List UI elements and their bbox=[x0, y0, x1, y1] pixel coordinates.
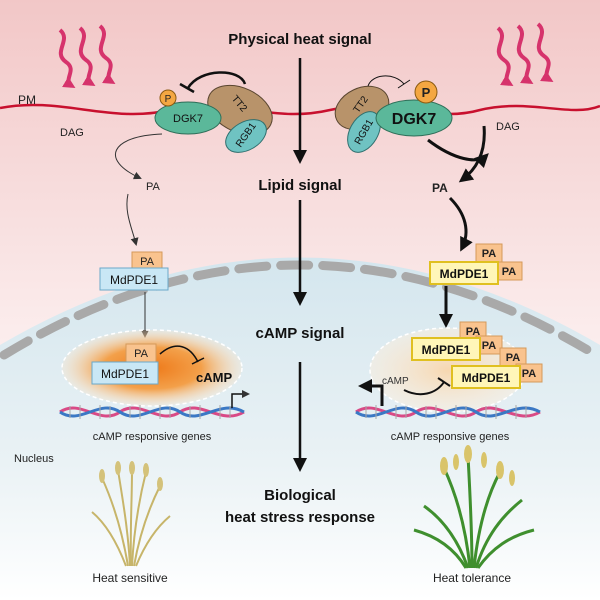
left-plant-illustration bbox=[91, 461, 171, 567]
right-dna-helix bbox=[355, 405, 541, 419]
right-camp-label: cAMP bbox=[382, 376, 409, 387]
right-plant-illustration bbox=[413, 445, 535, 569]
left-mdpde1-label: MdPDE1 bbox=[110, 273, 158, 287]
left-dag-label: DAG bbox=[60, 127, 84, 139]
right-nuclear-mdpde1-2-box bbox=[451, 365, 521, 389]
right-nuclear-pa-1-label: PA bbox=[466, 326, 481, 338]
left-dna-helix bbox=[59, 405, 245, 419]
left-genes-label: cAMP responsive genes bbox=[93, 431, 212, 443]
right-pa-label: PA bbox=[432, 181, 448, 195]
right-dgk7-shape bbox=[375, 99, 453, 137]
left-camp-label: cAMP bbox=[196, 370, 232, 385]
right-pa-tag-1-label: PA bbox=[482, 248, 497, 260]
left-transcription-arrow bbox=[231, 390, 250, 408]
right-nuclear-mdpde1-1-label: MdPDE1 bbox=[422, 343, 471, 357]
right-mdpde1-label: MdPDE1 bbox=[440, 267, 489, 281]
left-rgb1-shape bbox=[225, 119, 267, 153]
left-dgk7-label: DGK7 bbox=[173, 113, 203, 125]
right-inhibition-arc bbox=[367, 75, 405, 87]
title-biological-line1: Biological bbox=[264, 487, 336, 504]
right-nuclear-mdpde1-2-label: MdPDE1 bbox=[462, 371, 511, 385]
left-pa-to-mdpde1-arrow bbox=[126, 193, 139, 246]
heat-wave-icons-right bbox=[496, 22, 554, 87]
right-dgk7-label: DGK7 bbox=[392, 111, 437, 128]
left-phospho-label: P bbox=[165, 94, 172, 105]
right-nuclear-pa-4-label: PA bbox=[522, 368, 537, 380]
left-dgk7-shape bbox=[154, 101, 222, 135]
right-rgb1-shape bbox=[347, 111, 381, 153]
left-nuclear-mdpde1-label: MdPDE1 bbox=[101, 367, 149, 381]
right-inhibition-bar bbox=[397, 79, 411, 89]
right-dag-label: DAG bbox=[496, 121, 520, 133]
left-nuclear-pa-label: PA bbox=[134, 348, 149, 360]
right-phospho-label: P bbox=[422, 85, 431, 100]
left-inhibition-arc bbox=[186, 71, 247, 89]
left-nuclear-mdpde1-box bbox=[91, 361, 159, 385]
left-inhibition-bar bbox=[179, 82, 195, 94]
right-genes-label: cAMP responsive genes bbox=[391, 431, 510, 443]
right-camp-inhibition-arc bbox=[403, 381, 445, 396]
left-camp-inhibition-bar bbox=[191, 357, 205, 365]
right-phospho-shape bbox=[414, 80, 438, 104]
right-nuclear-mdpde1-1-box bbox=[411, 337, 481, 361]
nucleus-label: Nucleus bbox=[14, 453, 54, 465]
left-pa-label: PA bbox=[146, 181, 161, 193]
right-pa-to-mdpde1-arrow bbox=[448, 196, 473, 252]
right-phenotype-label: Heat tolerance bbox=[433, 571, 511, 585]
left-pa-tag-label: PA bbox=[140, 256, 155, 268]
left-phenotype-label: Heat sensitive bbox=[92, 571, 168, 585]
left-dgk7-to-pa-arrow bbox=[114, 133, 163, 180]
pm-label: PM bbox=[18, 93, 36, 107]
right-mdpde1-box bbox=[429, 261, 499, 285]
title-camp-signal: cAMP signal bbox=[256, 325, 345, 342]
title-biological-line2: heat stress response bbox=[225, 509, 375, 526]
heat-wave-icons-left bbox=[58, 24, 116, 89]
title-lipid-signal: Lipid signal bbox=[258, 177, 341, 194]
right-pa-tag-2-label: PA bbox=[502, 266, 517, 278]
right-dgk7-to-pa-arrow-a bbox=[427, 138, 489, 169]
right-camp-inhibition-bar bbox=[437, 377, 451, 387]
right-nuclear-pa-2-label: PA bbox=[482, 340, 497, 352]
right-dag-to-pa-arrow bbox=[458, 125, 486, 183]
right-dgk7-complex: P DGK7 TT2 RGB1 bbox=[334, 75, 453, 153]
plasma-membrane bbox=[0, 103, 600, 116]
left-mdpde1-box bbox=[99, 267, 169, 291]
right-transcription-arrow bbox=[358, 379, 384, 406]
left-camp-inhibition-arc bbox=[159, 345, 199, 363]
right-nuclear-pa-3-label: PA bbox=[506, 352, 521, 364]
left-phospho-shape bbox=[159, 89, 177, 107]
title-physical-heat-signal: Physical heat signal bbox=[228, 31, 371, 48]
left-dgk7-complex: P DGK7 TT2 RGB1 bbox=[154, 71, 273, 153]
